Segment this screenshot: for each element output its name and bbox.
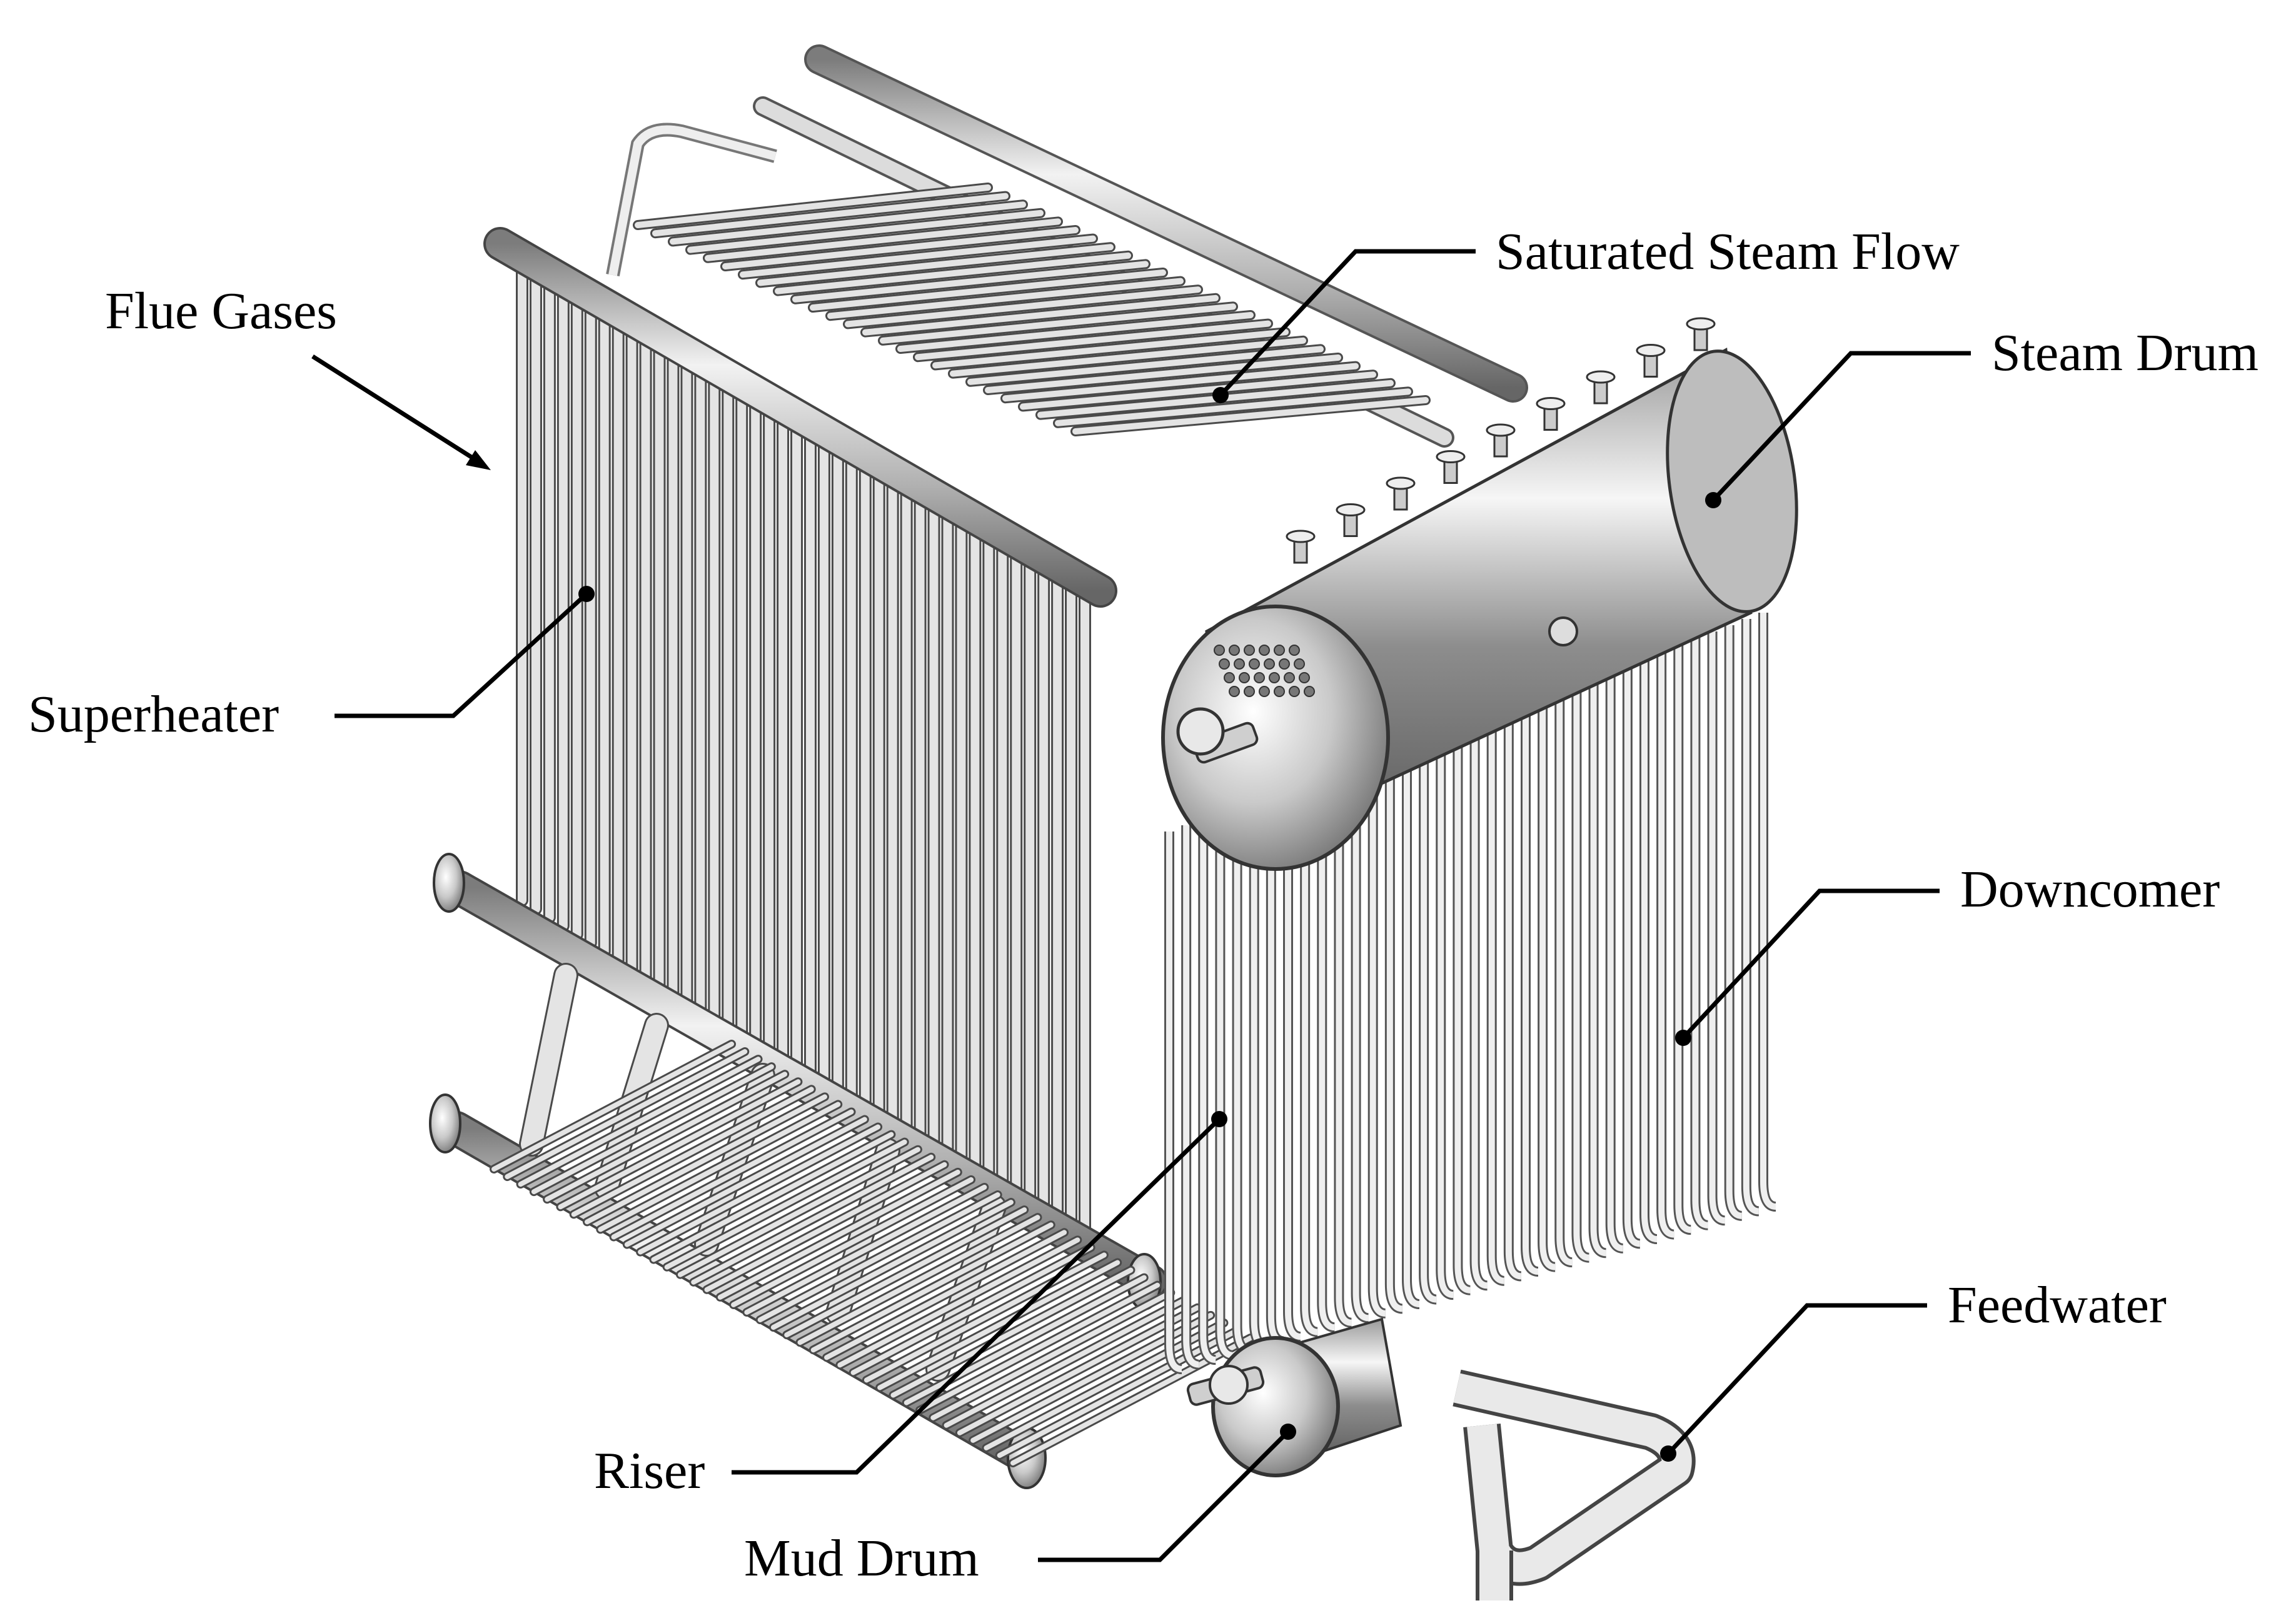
flue-gases-arrowhead: [466, 450, 491, 470]
riser-downcomer-bank: [1164, 613, 1777, 1374]
feedwater-label: Feedwater: [1948, 1276, 2167, 1334]
saturated-steam-tubes: [633, 183, 1431, 436]
superheater-top-header: [483, 227, 1117, 608]
saturated-steam-flow-label: Saturated Steam Flow: [1496, 223, 1960, 281]
feedwater-callout: Feedwater: [1660, 1276, 2167, 1462]
superheater-tubes: [516, 250, 1091, 1257]
mud-drum-label: Mud Drum: [744, 1529, 979, 1587]
flue-gases-callout: Flue Gases: [105, 282, 491, 470]
superheater-label: Superheater: [28, 685, 279, 743]
downcomer-callout: Downcomer: [1675, 860, 2220, 1046]
riser-callout: Riser: [594, 1111, 1227, 1500]
steam-drum-label: Steam Drum: [1991, 324, 2258, 382]
superheater-callout: Superheater: [28, 586, 595, 743]
feedwater-pipe: [1453, 1369, 1696, 1600]
steam-drum: [1161, 317, 1798, 871]
riser-label: Riser: [594, 1442, 705, 1500]
mud-drum-callout: Mud Drum: [744, 1424, 1296, 1587]
saturated-steam-flow-callout: Saturated Steam Flow: [1212, 223, 1960, 403]
boiler-illustration: [429, 44, 1798, 1600]
steam-drum-callout: Steam Drum: [1705, 324, 2258, 508]
flue-gases-label: Flue Gases: [105, 282, 337, 340]
downcomer-label: Downcomer: [1960, 860, 2220, 918]
